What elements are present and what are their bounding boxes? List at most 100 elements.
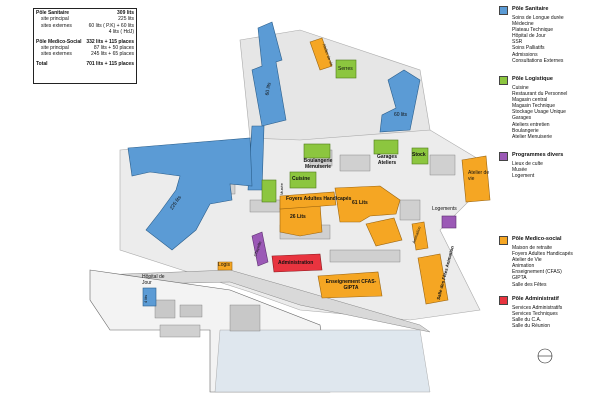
capacity-label: Pôle Sanitaire	[36, 10, 70, 16]
medico-building-gipta	[317, 271, 383, 299]
legend-item: Maison de retraite	[512, 245, 553, 251]
grey-building	[159, 324, 201, 338]
label-foyers: Foyers Adultes Handicapés	[286, 196, 352, 202]
sanitaire-building-hopital-jour	[142, 287, 157, 307]
medico-building-east	[365, 217, 403, 247]
grey-building	[339, 154, 371, 172]
capacity-value: 701 lits + 115 places	[86, 60, 134, 67]
legend-title: Pôle Sanitaire	[512, 6, 549, 12]
label-administration: Administration	[278, 260, 314, 266]
legend-item: Plateau Technique	[512, 27, 554, 34]
logistique-building-stock	[411, 147, 429, 165]
legend-item: Stockage Usage Unique	[512, 109, 566, 116]
medico-building-salle-fetes	[417, 253, 449, 305]
legend-swatch	[499, 6, 508, 15]
capacity-label: site principal	[41, 45, 69, 52]
label-garages: Garages Ateliers	[376, 154, 397, 166]
capacity-row: site principal 87 lits + 50 places	[36, 45, 134, 51]
legend-item: Salle des Fêtes	[512, 281, 547, 288]
legend-swatch	[499, 296, 508, 305]
label-60lits-east: 60 lits	[394, 112, 408, 118]
label-boulangerie: Boulangerie Menuiserie	[303, 158, 333, 170]
logistique-building-cuisine	[289, 171, 317, 189]
capacity-value: 332 lits + 115 places	[86, 38, 134, 45]
medico-building-atelier-vie-top	[309, 37, 333, 71]
capacity-row: Pôle Medico-Social 332 lits + 115 places	[36, 39, 134, 45]
legend-item: Garages	[512, 115, 532, 122]
legend-item: Salle du Réunion	[512, 323, 551, 330]
label-musee: Musée	[279, 182, 285, 196]
legend-swatch	[499, 76, 508, 85]
grey-building	[329, 249, 401, 263]
legend-item: Boulangerie	[512, 127, 539, 134]
medico-building-foyers	[279, 191, 337, 210]
divers-building-logements	[441, 215, 457, 229]
label-logis: Logis	[218, 262, 230, 268]
legend-item: Ateliers entretien	[512, 121, 550, 128]
sanitaire-building-60lits-east	[379, 69, 421, 133]
legend-item: SSR	[512, 39, 523, 46]
capacity-label	[36, 29, 41, 35]
capacity-row: 4 lits ( HdJ)	[36, 29, 134, 35]
label-atelier-vie-right: Atelier de vie	[468, 170, 490, 182]
legend-item: Magasin central	[512, 97, 548, 104]
grey-building	[429, 154, 456, 176]
sanitaire-building-225lits	[127, 137, 253, 251]
label-stock: Stock	[412, 152, 426, 158]
legend-item: Logement	[512, 173, 535, 180]
administratif-building	[271, 253, 323, 273]
sanitaire-building-60lits-north	[251, 21, 287, 127]
capacity-value: 87 lits + 50 places	[93, 45, 134, 52]
label-logements: Logements	[432, 206, 457, 212]
logistique-building-boulangerie	[303, 143, 331, 159]
legend-item: Admissions	[512, 51, 538, 58]
capacity-value: 4 lits ( HdJ)	[108, 29, 134, 36]
legend-title: Pôle Medico-social	[512, 236, 562, 242]
legend-item: Hôpital de Jour	[512, 33, 546, 40]
legend-swatch	[499, 152, 508, 161]
legend-item: Lieux de culte	[512, 161, 543, 167]
legend-item: Atelier de Vie	[512, 257, 542, 264]
legend-item: Services Techniques	[512, 311, 558, 318]
legend-title: Programmes divers	[512, 152, 564, 158]
label-serres: Serres	[338, 66, 353, 72]
grey-building	[154, 299, 176, 319]
label-61lits: 61 Lits	[352, 200, 368, 206]
capacity-label: Pôle Medico-Social	[36, 38, 82, 45]
legend-item: Services Administratifs	[512, 305, 563, 311]
logistique-building-serres	[335, 59, 357, 79]
legend-item: Atelier Menuiserie	[512, 133, 553, 140]
label-gipta: Enseignement CFAS-GIPTA	[325, 279, 377, 291]
medico-building-61lits	[334, 185, 401, 223]
capacity-value: 60 lits ( P.K) + 60 lits	[88, 22, 134, 29]
legend-item: Soins Palliatifs	[512, 45, 545, 52]
logistique-building-small	[261, 179, 277, 203]
capacity-label: sites externes	[41, 51, 72, 58]
capacity-value: 225 lits	[118, 16, 134, 23]
legend-item: Restaurant du Personnel	[512, 91, 568, 98]
grey-building	[179, 304, 203, 318]
medico-building-animation	[411, 221, 429, 251]
legend-item: Consultations Externes	[512, 57, 564, 64]
legend-title: Pôle Administratif	[512, 296, 559, 302]
legend-item: Salle du C.A.	[512, 317, 542, 324]
legend-item: Soins de Longue durée	[512, 15, 564, 21]
legend-item: Foyers Adultes Handicapés	[512, 251, 573, 258]
legend-title: Pôle Logistique	[512, 76, 553, 82]
grey-building	[399, 199, 421, 221]
label-cuisine: Cuisine	[292, 176, 311, 182]
legend-item: Médecine	[512, 21, 534, 28]
legend-item: GIPTA	[512, 275, 527, 282]
logistique-building-garages	[373, 139, 399, 155]
water-area	[214, 329, 431, 393]
capacity-value: 309 lits	[117, 10, 134, 16]
legend-item: Animation	[512, 263, 535, 270]
